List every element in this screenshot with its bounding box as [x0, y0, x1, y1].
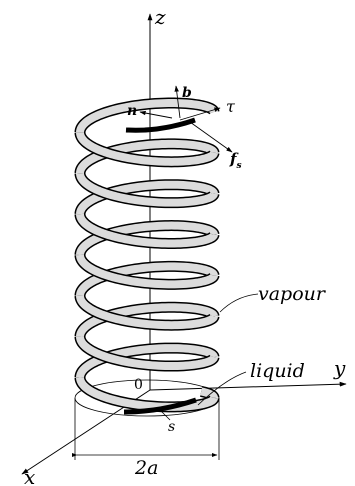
helix-front-segment-fill — [76, 336, 218, 371]
s-label: s — [168, 419, 175, 435]
liquid-label: liquid — [250, 360, 305, 382]
fs-label: fs — [229, 150, 242, 171]
helical-tube — [74, 97, 220, 413]
tau-label: τ — [226, 97, 236, 116]
helix-front-segment-fill — [76, 295, 218, 330]
fs-vector — [189, 121, 233, 153]
helix-front-segment-fill — [76, 377, 218, 411]
x-label: x — [24, 465, 35, 486]
helix-back-segment-fill — [76, 139, 218, 174]
liquid-band-top — [125, 117, 196, 133]
z-label: z — [154, 5, 166, 29]
helix-front-segment-fill — [76, 254, 218, 289]
vapour-label: vapour — [258, 283, 327, 305]
tau-vector — [179, 107, 221, 121]
b-vector — [174, 85, 181, 119]
liquid-band-bottom — [123, 397, 197, 415]
diameter-label: 2a — [134, 457, 158, 479]
helix-back-segment-fill — [76, 344, 218, 378]
helix-back-segment-fill — [76, 262, 218, 297]
leaders — [159, 293, 259, 421]
b-label: b — [182, 85, 192, 101]
n-vector — [139, 110, 173, 119]
helix-front-segment-fill — [76, 132, 218, 166]
helix-back-segment-fill — [200, 387, 218, 400]
helix-back-segment-fill — [76, 303, 218, 337]
origin-label: 0 — [134, 377, 143, 393]
helix-back-segment-fill — [76, 180, 218, 215]
diameter-dimension — [71, 398, 220, 460]
helix-back-segment-fill — [76, 99, 218, 133]
helix-front-segment-fill — [76, 213, 218, 248]
helix-back-segment-fill — [76, 221, 218, 256]
helix-front-segment-fill — [76, 173, 218, 207]
n-label: n — [127, 103, 137, 119]
y-axis — [149, 381, 347, 391]
frenet-vectors — [139, 85, 233, 153]
y-label: y — [333, 356, 346, 380]
